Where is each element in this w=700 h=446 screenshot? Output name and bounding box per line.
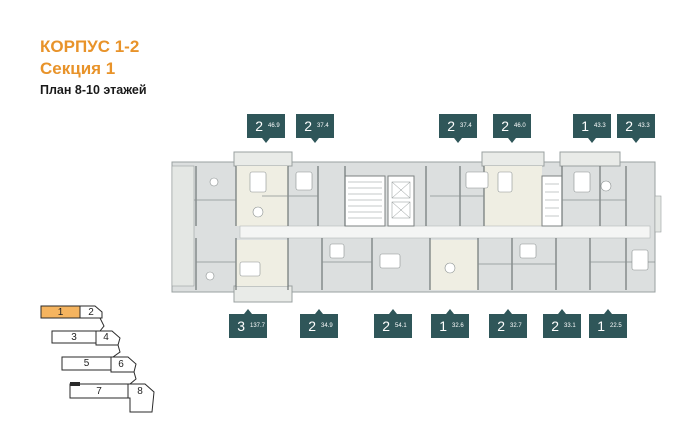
- section-7-label[interactable]: 7: [96, 385, 102, 397]
- section-4-label[interactable]: 4: [103, 332, 109, 343]
- apartment-badge-top[interactable]: 1 43.3: [573, 114, 611, 138]
- badge-pointer: [262, 138, 270, 143]
- apartment-area: 32.7: [510, 323, 522, 329]
- section-shape-8: [127, 383, 155, 413]
- section-7-bar: [70, 382, 80, 386]
- apartment-rooms: 2: [447, 118, 455, 134]
- apartment-rooms: 2: [497, 318, 505, 334]
- stair-core: [344, 175, 386, 227]
- badge-pointer: [454, 138, 462, 143]
- apartment-area: 43.3: [594, 123, 606, 129]
- badge-pointer: [244, 309, 252, 314]
- apartment-badge-bottom[interactable]: 1 22.5: [589, 314, 627, 338]
- apartment-rooms: 2: [551, 318, 559, 334]
- bay-bottom-left: [233, 285, 293, 303]
- title-block: КОРПУС 1-2 Секция 1 План 8-10 этажей: [40, 36, 147, 98]
- apartment-rooms: 2: [625, 118, 633, 134]
- section-shape-4: [95, 330, 121, 346]
- apartment-rooms: 2: [255, 118, 263, 134]
- apartment-area: 33.1: [564, 323, 576, 329]
- bay-top-right: [559, 151, 621, 167]
- bay-top-mid: [481, 151, 545, 167]
- apartment-area: 37.4: [460, 123, 472, 129]
- section-8-label[interactable]: 8: [137, 385, 143, 397]
- apartment-badge-bottom[interactable]: 3 137.7: [229, 314, 267, 338]
- apartment-rooms: 2: [304, 118, 312, 134]
- section-shape-1-active[interactable]: [40, 305, 81, 319]
- badge-pointer: [604, 309, 612, 314]
- section-1-label[interactable]: 1: [57, 306, 64, 318]
- apartment-badge-top[interactable]: 2 46.9: [247, 114, 285, 138]
- section-title: Секция 1: [40, 59, 116, 78]
- section-5-label[interactable]: 5: [83, 358, 90, 369]
- apartment-rooms: 3: [237, 318, 245, 334]
- section-connectors: [99, 317, 137, 385]
- apartment-area: 32.6: [452, 323, 464, 329]
- balcony-right: [654, 195, 662, 233]
- section-selector-shapes: [51, 305, 155, 413]
- apartment-rooms: 1: [581, 118, 589, 134]
- apartment-area: 37.4: [317, 123, 329, 129]
- terrace-left: [171, 165, 195, 287]
- section-3-label[interactable]: 3: [71, 331, 77, 343]
- apartment-area: 46.0: [514, 123, 526, 129]
- apartment-area: 54.1: [395, 323, 407, 329]
- apartment-area: 43.3: [638, 123, 650, 129]
- apartment-badge-top[interactable]: 2 37.4: [296, 114, 334, 138]
- badge-pointer: [588, 138, 596, 143]
- apartment-area: 34.9: [321, 323, 333, 329]
- badge-pointer: [315, 309, 323, 314]
- apartment-badge-top[interactable]: 2 43.3: [617, 114, 655, 138]
- badge-pointer: [389, 309, 397, 314]
- elevator-shafts: [391, 181, 411, 219]
- floor-plan-title: План 8-10 этажей: [40, 83, 147, 97]
- apartment-badge-bottom[interactable]: 2 54.1: [374, 314, 412, 338]
- badge-pointer: [504, 309, 512, 314]
- section-shape-6: [110, 356, 137, 373]
- apartment-badge-top[interactable]: 2 46.0: [493, 114, 531, 138]
- section-2-label[interactable]: 2: [88, 306, 94, 318]
- apartment-rooms: 2: [501, 118, 509, 134]
- bay-top-left: [233, 151, 293, 167]
- badge-pointer: [446, 309, 454, 314]
- badge-pointer: [558, 309, 566, 314]
- apartment-badge-bottom[interactable]: 2 33.1: [543, 314, 581, 338]
- badge-pointer: [632, 138, 640, 143]
- apartment-rooms: 1: [597, 318, 605, 334]
- corridor: [239, 225, 651, 239]
- furniture: [205, 171, 649, 281]
- apartment-area: 137.7: [250, 323, 266, 329]
- apartment-rooms: 2: [382, 318, 390, 334]
- badge-pointer: [311, 138, 319, 143]
- badge-pointer: [508, 138, 516, 143]
- apartment-rooms: 1: [439, 318, 447, 334]
- apartment-badge-bottom[interactable]: 2 32.7: [489, 314, 527, 338]
- apartment-rooms: 2: [308, 318, 316, 334]
- stair-steps: [348, 181, 559, 219]
- building-title: КОРПУС 1-2: [40, 37, 140, 56]
- apartment-badge-top[interactable]: 2 37.4: [439, 114, 477, 138]
- apartment-highlight: [484, 166, 542, 226]
- section-6-label[interactable]: 6: [118, 358, 124, 370]
- stair-core: [541, 175, 563, 227]
- apartment-badge-bottom[interactable]: 1 32.6: [431, 314, 469, 338]
- apartment-area: 46.9: [268, 123, 280, 129]
- apartment-area: 22.5: [610, 323, 622, 329]
- apartment-badge-bottom[interactable]: 2 34.9: [300, 314, 338, 338]
